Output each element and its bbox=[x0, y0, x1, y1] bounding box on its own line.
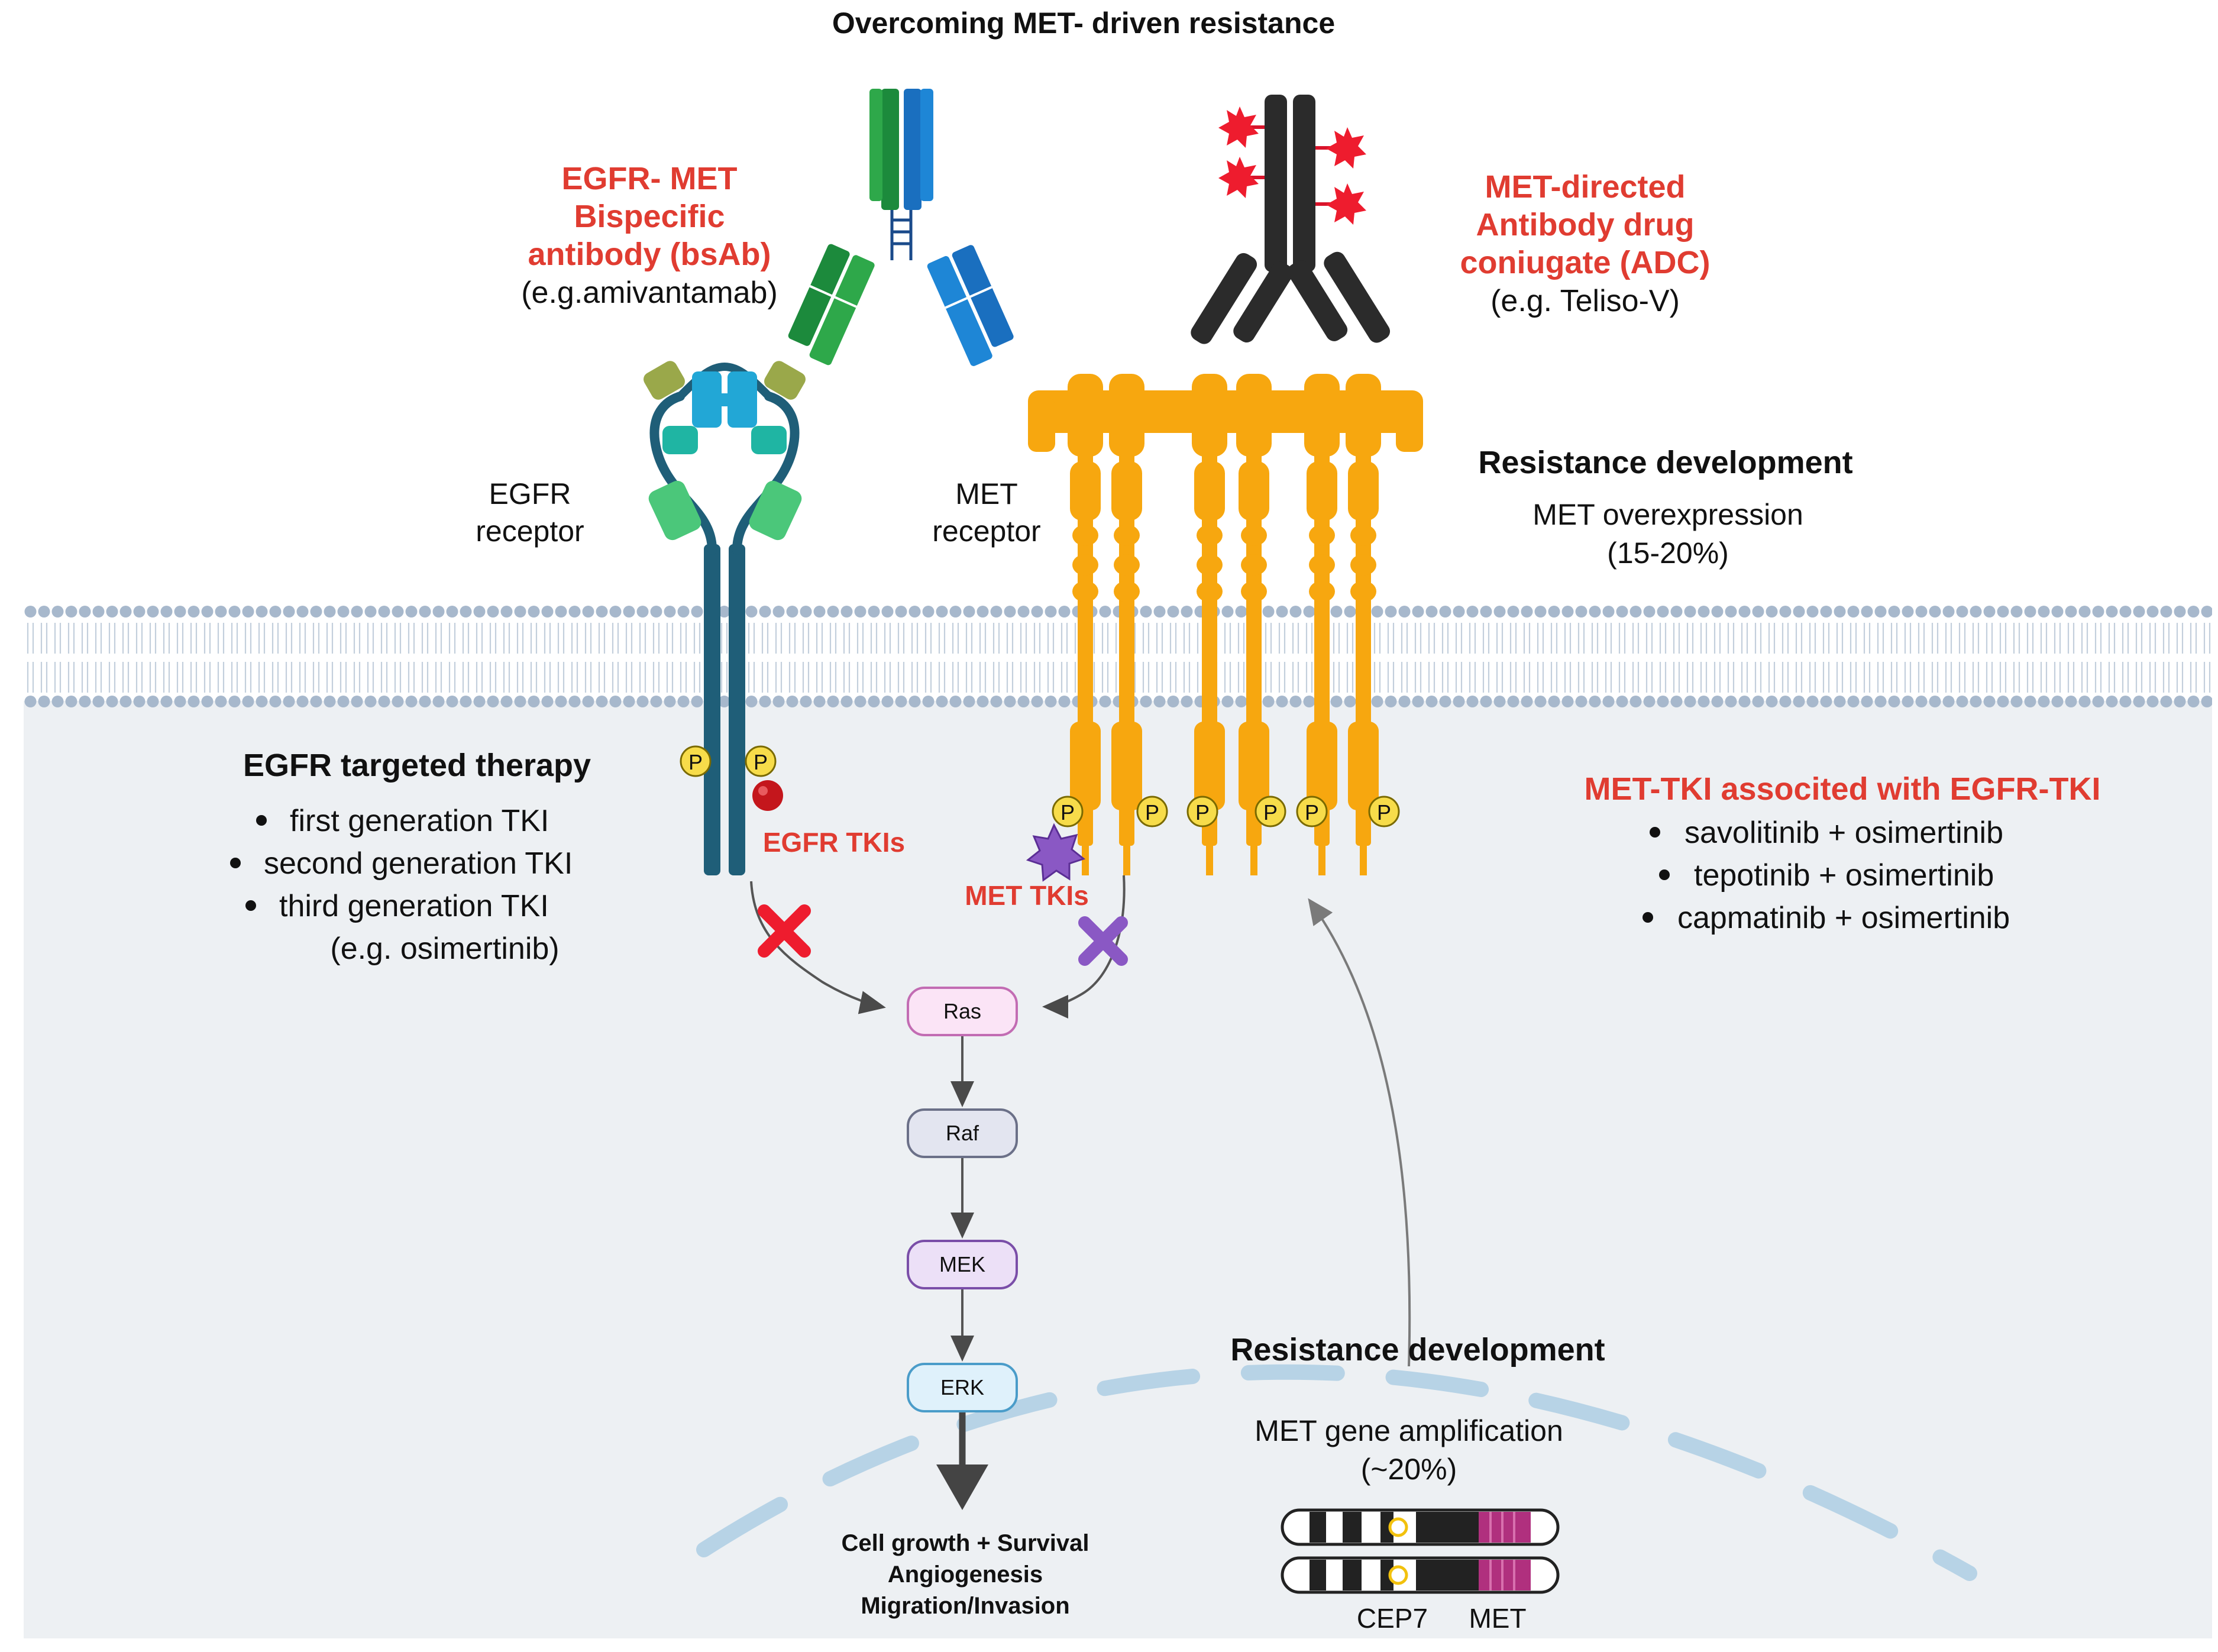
antibody-drug-conjugate-icon bbox=[1191, 95, 1391, 344]
chromosome-icon bbox=[1281, 1508, 1560, 1546]
met-signal-arrow bbox=[1042, 875, 1126, 1019]
adc-label-line2: Antibody drug bbox=[1476, 207, 1695, 243]
resistance-top-line1: MET overexpression bbox=[1532, 498, 1803, 531]
met-phospho-icon: P bbox=[1052, 796, 1084, 827]
egfr-therapy-item: third generation TKI bbox=[279, 889, 549, 923]
egfr-receptor-label-line2: receptor bbox=[476, 515, 584, 548]
cytoplasm bbox=[24, 701, 2212, 1638]
resistance-bottom-line2: (~20%) bbox=[1361, 1453, 1457, 1486]
resistance-bottom-line1: MET gene amplification bbox=[1255, 1414, 1563, 1447]
egfr-therapy-list: first generation TKI second generation T… bbox=[230, 804, 573, 966]
svg-text:P: P bbox=[688, 750, 703, 774]
nuclear-envelope bbox=[696, 1364, 1977, 1581]
met-tki-inhibitor-icon bbox=[1026, 823, 1086, 882]
combo-heading: MET-TKI associted with EGFR-TKI bbox=[1584, 771, 2100, 807]
met-phospho-icon: P bbox=[1255, 796, 1286, 827]
svg-text:ERK: ERK bbox=[940, 1375, 984, 1399]
svg-text:P: P bbox=[1060, 800, 1075, 825]
egfr-therapy-example: (e.g. osimertinib) bbox=[330, 932, 559, 966]
egfr-therapy-heading: EGFR targeted therapy bbox=[243, 748, 591, 783]
egfr-receptor-icon bbox=[644, 361, 806, 875]
outcome-line1: Cell growth + Survival bbox=[841, 1530, 1089, 1556]
svg-text:P: P bbox=[1377, 800, 1391, 825]
svg-text:P: P bbox=[1145, 800, 1159, 825]
resistance-top-heading: Resistance development bbox=[1478, 445, 1852, 480]
combo-item: capmatinib + osimertinib bbox=[1677, 901, 2010, 935]
svg-text:Raf: Raf bbox=[946, 1121, 979, 1145]
met-phospho-icon: P bbox=[1368, 796, 1400, 827]
adc-label-line3: coniugate (ADC) bbox=[1460, 245, 1711, 280]
bsab-label-line2: Bispecific bbox=[574, 199, 725, 234]
pathway-node-mek: MEK bbox=[907, 1240, 1018, 1289]
adc-label-line1: MET-directed bbox=[1485, 169, 1685, 205]
met-block-x-icon bbox=[1078, 916, 1128, 966]
svg-text:MEK: MEK bbox=[939, 1252, 985, 1276]
met-receptor-label-line2: receptor bbox=[932, 515, 1040, 548]
svg-text:Ras: Ras bbox=[943, 999, 981, 1023]
bispecific-antibody-icon bbox=[788, 89, 1014, 366]
combo-item: tepotinib + osimertinib bbox=[1694, 858, 1994, 893]
svg-text:P: P bbox=[1305, 800, 1319, 825]
svg-text:P: P bbox=[754, 750, 768, 774]
outcome-line2: Angiogenesis bbox=[888, 1562, 1043, 1588]
egfr-tkis-label: EGFR TKIs bbox=[763, 827, 905, 858]
combo-item: savolitinib + osimertinib bbox=[1684, 816, 2003, 850]
resistance-bottom-heading: Resistance development bbox=[1230, 1332, 1605, 1367]
bsab-example: (e.g.amivantamab) bbox=[521, 276, 778, 310]
met-gene-label: MET bbox=[1469, 1603, 1526, 1634]
met-receptor-label-line1: MET bbox=[955, 477, 1018, 510]
chromosome-icon bbox=[1281, 1556, 1560, 1594]
pathway-node-erk: ERK bbox=[907, 1363, 1018, 1412]
svg-text:P: P bbox=[1195, 800, 1210, 825]
svg-text:P: P bbox=[1263, 800, 1278, 825]
egfr-therapy-item: second generation TKI bbox=[264, 846, 573, 881]
egfr-phospho-left: P bbox=[680, 745, 712, 777]
cep7-label: CEP7 bbox=[1357, 1603, 1428, 1634]
adc-example: (e.g. Teliso-V) bbox=[1490, 284, 1680, 318]
egfr-receptor-label-line1: EGFR bbox=[489, 477, 571, 510]
resistance-top-line2: (15-20%) bbox=[1607, 536, 1729, 570]
combo-list: savolitinib + osimertinib tepotinib + os… bbox=[1643, 816, 2010, 935]
egfr-block-x-icon bbox=[758, 904, 811, 958]
met-tkis-label: MET TKIs bbox=[965, 880, 1089, 911]
outcome-line3: Migration/Invasion bbox=[861, 1593, 1069, 1619]
met-phospho-icon: P bbox=[1186, 796, 1218, 827]
cell-membrane bbox=[24, 604, 2212, 709]
bsab-label-line3: antibody (bsAb) bbox=[528, 237, 771, 272]
bsab-label-line1: EGFR- MET bbox=[562, 161, 738, 196]
diagram-title: Overcoming MET- driven resistance bbox=[832, 7, 1335, 40]
egfr-phospho-right: P bbox=[745, 745, 777, 777]
egfr-signal-arrow bbox=[750, 881, 886, 1014]
met-phospho-icon: P bbox=[1296, 796, 1328, 827]
met-phospho-icon: P bbox=[1136, 796, 1168, 827]
pathway-node-raf: Raf bbox=[907, 1108, 1018, 1158]
met-receptor-cluster bbox=[1028, 374, 1423, 875]
pathway-node-ras: Ras bbox=[907, 987, 1018, 1036]
egfr-therapy-item: first generation TKI bbox=[290, 804, 549, 838]
amplification-arrow bbox=[1308, 898, 1411, 1367]
